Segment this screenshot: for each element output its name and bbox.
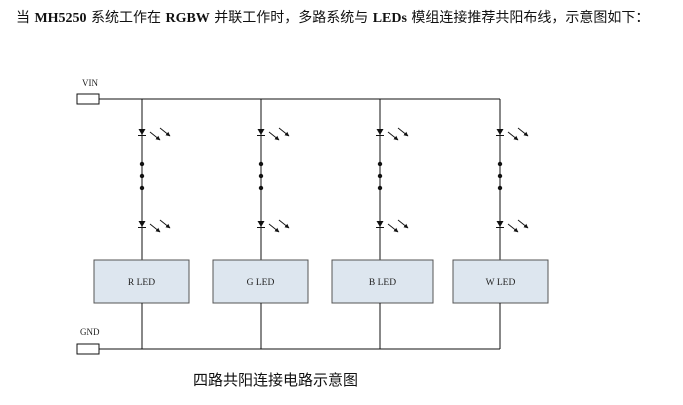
led-diode-icon — [496, 128, 528, 140]
vin-terminal — [76, 93, 100, 105]
gnd-label: GND — [80, 327, 100, 337]
figure-caption: 四路共阳连接电路示意图 — [193, 371, 359, 389]
branch-r: R LED — [93, 99, 190, 349]
ellipsis-dots-icon — [258, 161, 264, 191]
led-diode-icon — [496, 220, 528, 232]
module-label-r: R LED — [128, 278, 155, 288]
branch-g: G LED — [212, 99, 309, 349]
intro-mode: RGBW — [165, 11, 210, 26]
intro-paragraph: 当 MH5250 系统工作在 RGBW 并联工作时，多路系统与 LEDs 模组连… — [16, 8, 676, 29]
module-box-g — [212, 259, 309, 304]
module-box-r — [93, 259, 190, 304]
led-diode-icon — [257, 220, 289, 232]
intro-text-1: 当 — [16, 10, 35, 26]
intro-text-2: 系统工作在 — [86, 10, 166, 26]
module-label-w: W LED — [486, 278, 516, 288]
branch-w: W LED — [452, 99, 549, 349]
led-diode-icon — [376, 220, 408, 232]
branch-b: B LED — [331, 99, 434, 349]
led-diode-icon — [257, 128, 289, 140]
ellipsis-dots-icon — [497, 161, 503, 191]
intro-chip-model: MH5250 — [34, 11, 87, 26]
led-diode-icon — [376, 128, 408, 140]
module-label-g: G LED — [247, 278, 275, 288]
vin-label: VIN — [82, 78, 98, 88]
led-diode-icon — [138, 128, 170, 140]
intro-leds: LEDs — [372, 11, 407, 26]
gnd-terminal — [76, 343, 100, 355]
led-diode-icon — [138, 220, 170, 232]
intro-text-3: 并联工作时，多路系统与 — [209, 10, 373, 26]
intro-text-4: 模组连接推荐共阳布线，示意图如下： — [406, 10, 650, 26]
ellipsis-dots-icon — [139, 161, 145, 191]
ellipsis-dots-icon — [377, 161, 383, 191]
module-label-b: B LED — [369, 278, 396, 288]
module-box-b — [331, 259, 434, 304]
